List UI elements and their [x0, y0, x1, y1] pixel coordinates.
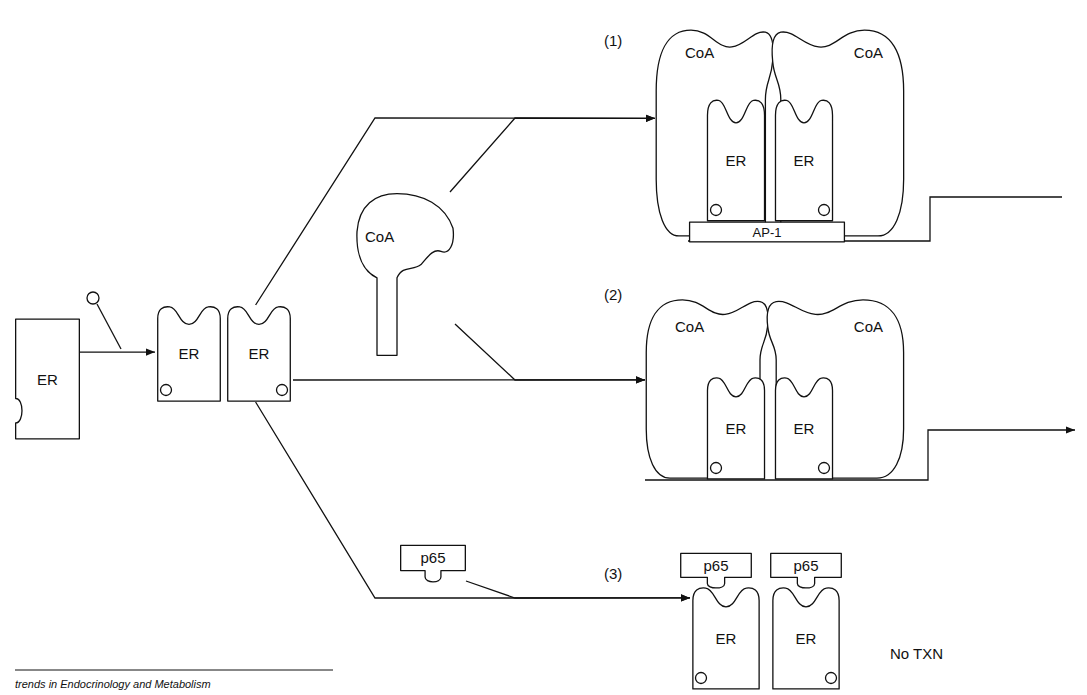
node-label: ER: [249, 345, 270, 362]
ligand-symbol: [824, 671, 838, 685]
ligand-line: [97, 304, 121, 349]
receptor-box: ER: [773, 98, 835, 222]
receptor-box: ER: [705, 376, 767, 480]
node-label: ER: [794, 152, 815, 169]
ligand-symbol: [817, 461, 831, 475]
ligand-symbol: [694, 671, 708, 685]
node-label: ER: [716, 630, 737, 647]
receptor-box: ER: [155, 305, 223, 402]
node-label: ER: [726, 152, 747, 169]
node-label: CoA: [685, 44, 714, 61]
receptor-box: ER: [705, 98, 767, 222]
caption-rule: [15, 670, 333, 671]
pathway-arrow: [466, 581, 690, 598]
node-label: CoA: [854, 44, 883, 61]
node-label: p65: [703, 557, 728, 574]
node-label: CoA: [365, 228, 394, 245]
p65-box: p65: [400, 545, 466, 585]
coactivator-shape: CoA: [355, 192, 455, 357]
ligand-symbol: [817, 203, 831, 217]
node-label: CoA: [854, 318, 883, 335]
pathway-arrow: [450, 118, 655, 192]
node-label: p65: [793, 557, 818, 574]
receptor-box: ER: [15, 318, 80, 440]
callout-number: (1): [604, 32, 622, 50]
node-label: CoA: [675, 318, 704, 335]
p65-box: p65: [770, 553, 842, 591]
receptor-box: ER: [225, 305, 293, 402]
source-credit: trends in Endocrinology and Metabolism: [15, 675, 211, 693]
status-note: No TXN: [890, 645, 943, 663]
node-label: ER: [726, 420, 747, 437]
callout-number: (3): [604, 565, 622, 583]
node-label: ER: [37, 371, 58, 388]
node-label: ER: [179, 345, 200, 362]
node-label: ER: [796, 630, 817, 647]
pathway-arrow: [455, 324, 645, 380]
p65-box: p65: [680, 553, 752, 591]
receptor-box: ER: [690, 586, 762, 690]
receptor-box: ER: [773, 376, 835, 480]
node-label: ER: [794, 420, 815, 437]
node-label: AP-1: [753, 224, 782, 241]
ligand-symbol: [709, 461, 723, 475]
ligand-symbol: [159, 383, 173, 397]
callout-number: (2): [604, 286, 622, 304]
ligand-symbol: [275, 383, 289, 397]
receptor-box: ER: [770, 586, 842, 690]
node-label: p65: [420, 549, 445, 566]
site-box: AP-1: [688, 222, 846, 242]
ligand-symbol: [709, 203, 723, 217]
pathway-arrow: [256, 118, 655, 305]
pathway-arrow: [256, 402, 690, 598]
node-outline: [355, 192, 455, 357]
ligand-symbol: [87, 292, 99, 304]
pathway-arrow: [80, 351, 155, 352]
